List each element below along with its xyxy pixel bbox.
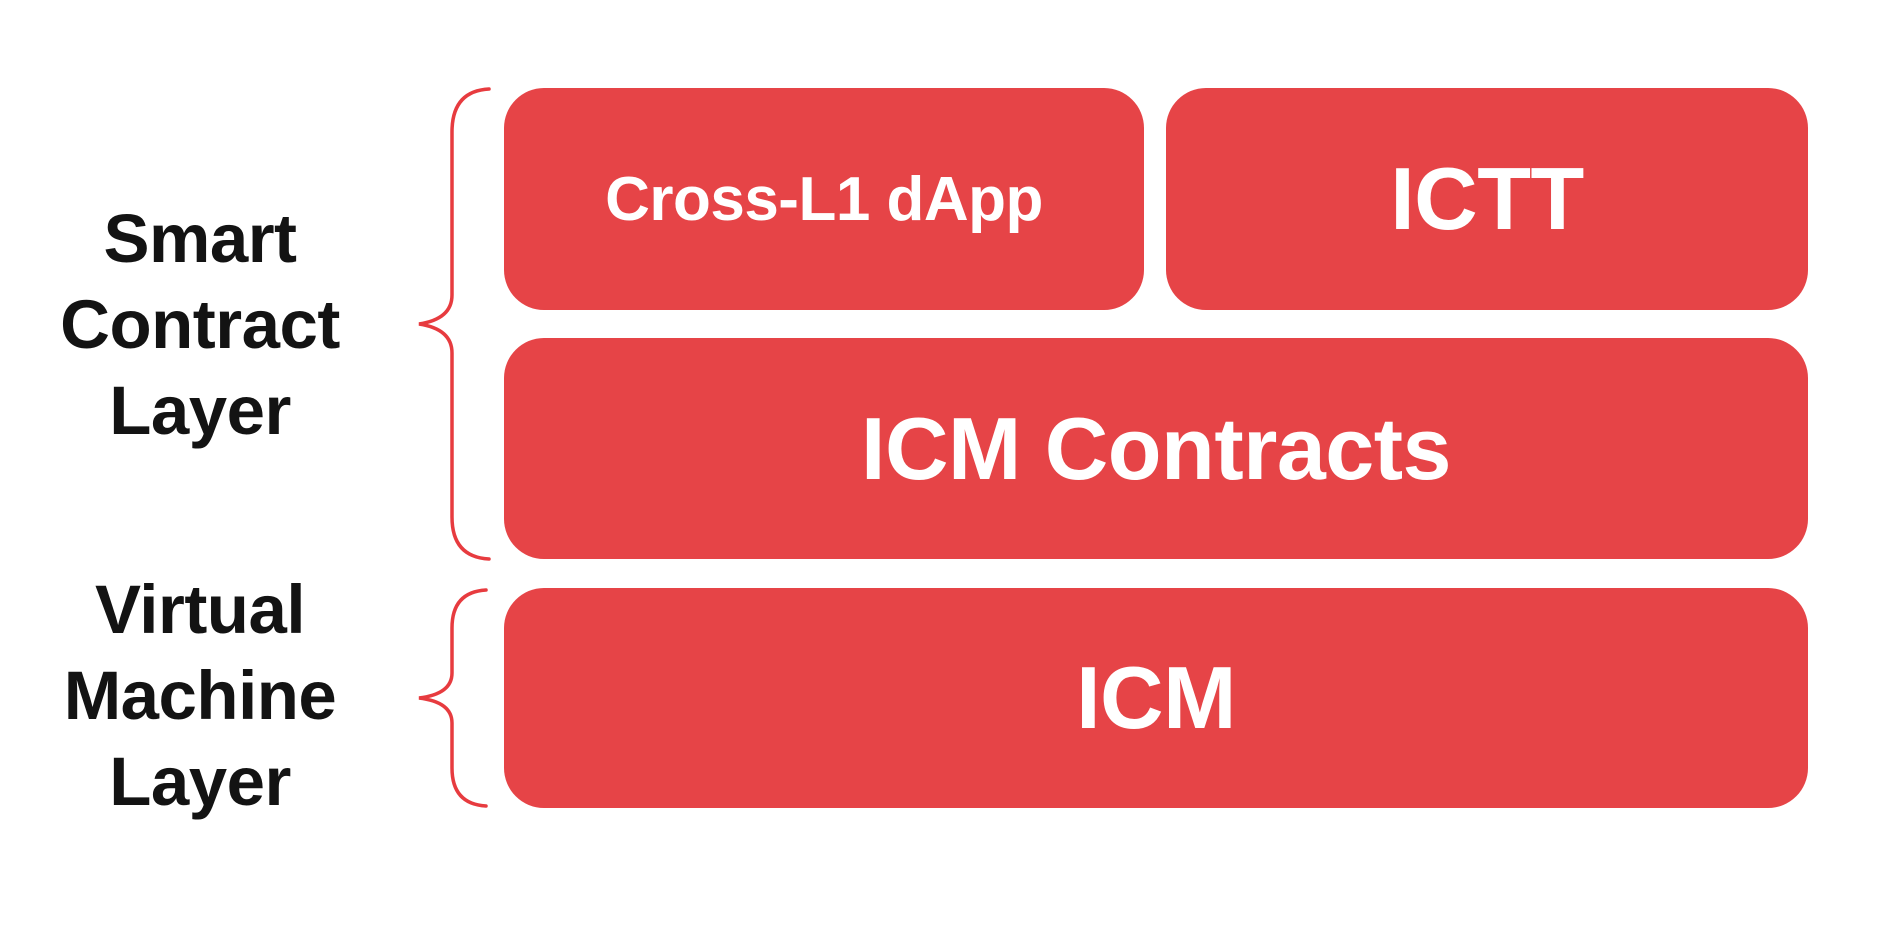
virtual-machine-layer-label: Virtual Machine Layer xyxy=(40,567,360,825)
icm-box: ICM xyxy=(504,588,1808,808)
ictt-box: ICTT xyxy=(1166,88,1808,310)
label-line: Contract xyxy=(60,286,340,363)
smart-contract-layer-label: Smart Contract Layer xyxy=(40,196,360,454)
cross-l1-dapp-box: Cross-L1 dApp xyxy=(504,88,1144,310)
icm-contracts-label: ICM Contracts xyxy=(861,398,1452,498)
label-line: Layer xyxy=(109,372,291,449)
cross-l1-dapp-label: Cross-L1 dApp xyxy=(605,164,1043,234)
label-line: Layer xyxy=(109,743,291,820)
label-line: Smart xyxy=(103,200,297,277)
icm-label: ICM xyxy=(1076,648,1236,747)
icm-contracts-box: ICM Contracts xyxy=(504,338,1808,559)
virtual-machine-brace xyxy=(418,588,488,808)
label-line: Machine xyxy=(63,657,337,734)
smart-contract-brace xyxy=(418,87,491,561)
label-line: Virtual xyxy=(95,571,305,648)
ictt-label: ICTT xyxy=(1390,149,1584,248)
